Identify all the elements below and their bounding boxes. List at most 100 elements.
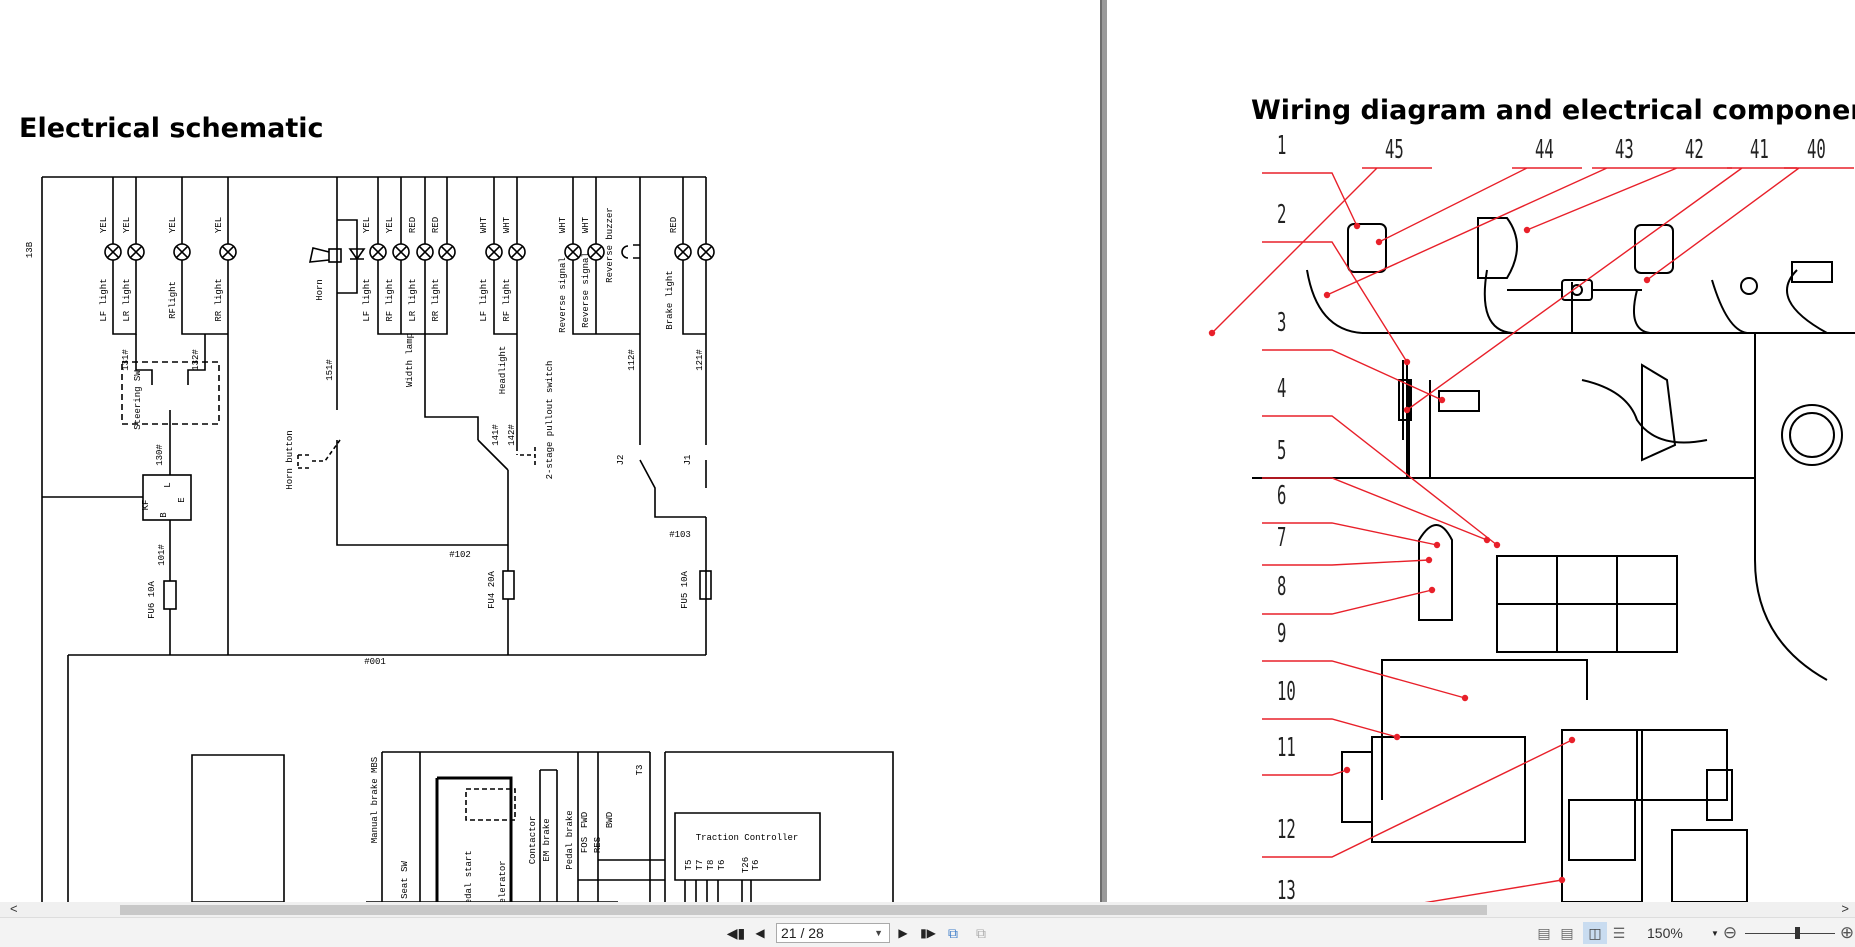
sync-pages-button[interactable]: ⧉ [944,922,962,944]
schematic-label-w101: 101# [157,544,167,566]
zoom-level[interactable]: 150% [1647,925,1683,941]
zoom-dropdown-button[interactable]: ▼ [1710,922,1720,944]
schematic-label-accelerator: Accelerator [498,860,508,902]
callout-number: 9 [1277,619,1287,649]
schematic-label-w112: 112# [627,349,637,371]
schematic-label-t6: T6 [717,859,727,871]
lamp-symbol [587,243,605,261]
leader-line [1262,349,1443,401]
leader-line [1262,415,1498,546]
lamp-symbol [219,243,237,261]
schematic-label-horn: Horn [315,279,325,301]
schematic-label-wht: WHT [581,216,591,234]
previous-page-icon: ◀ [755,926,765,940]
zoom-in-button[interactable]: ⊕ [1838,922,1855,944]
schematic-label-rf-light: RF light [385,278,395,322]
zoom-out-button[interactable]: ⊖ [1721,922,1739,944]
callout-number: 45 [1385,135,1404,165]
schematic-label-lf-light: LF light [479,278,489,322]
continuous-view-button[interactable]: ▤ [1558,922,1576,944]
leader-line [1262,718,1398,738]
schematic-label-wire-13b: 13B [25,241,35,259]
schematic-label-red: RED [669,216,679,234]
copy-page-icon: ⧉ [948,924,958,941]
schematic-label-lr-light: LR light [408,278,418,322]
page-number-input[interactable]: 21 / 28▼ [776,923,890,943]
schematic-label-bwd: BWD [605,811,615,829]
schematic-label-w103: #103 [669,530,691,540]
lamp-symbol [485,243,503,261]
previous-page-button[interactable]: ◀ [752,922,768,944]
schematic-label-rr-light: RR light [214,278,224,322]
last-page-button[interactable]: ▮▶ [918,922,938,944]
zoom-slider-thumb[interactable] [1795,927,1800,939]
schematic-label-t5: T5 [684,859,694,871]
schematic-label-j2: J2 [616,454,626,466]
schematic-label-yel: YEL [99,216,109,234]
callout-number: 43 [1615,135,1634,165]
callout-number: 11 [1277,733,1296,763]
schematic-label-reverse-buzzer: Reverse buzzer [605,207,615,283]
callout-number: 44 [1535,135,1554,165]
lamp-symbol [697,243,715,261]
schematic-label-rf-light-a: RFlight [168,281,178,319]
two-page-icon: ◫ [1588,924,1602,941]
schematic-label-contactor: Contactor [528,815,538,865]
schematic-label-kf: KF [141,499,151,511]
leader-line [1262,660,1466,699]
callout-number: 2 [1277,200,1287,230]
leader-line [1262,739,1573,858]
horizontal-scrollbar[interactable]: < > [0,901,1855,917]
right-page: Wiring diagram and electrical components… [1107,0,1855,902]
schematic-label-manual-brake: Manual brake MBS [370,756,380,844]
zoom-out-icon: ⊖ [1722,923,1738,942]
single-page-view-button[interactable]: ▤ [1535,922,1553,944]
callout-number: 10 [1277,677,1296,707]
schematic-label-steering-sw: Steering SW [133,370,143,430]
schematic-label-yel: YEL [385,216,395,234]
callout-number: 1 [1277,131,1287,161]
scroll-right-button[interactable]: > [1841,901,1849,916]
lamp-symbol [369,243,387,261]
schematic-label-reverse-signal: Reverse signal [581,252,591,328]
first-page-button[interactable]: ◀▮ [727,922,745,944]
schematic-label-w130: 130# [155,444,165,466]
schematic-label-t3: T3 [635,764,645,776]
schematic-label-t6b: T6 [751,859,761,871]
schematic-label-w001: #001 [364,657,386,667]
schematic-label-width-lamp: Width lamp [405,332,415,388]
next-page-button[interactable]: ▶ [895,922,911,944]
callout-number: 41 [1750,135,1769,165]
paste-page-button[interactable]: ⧉ [972,922,990,944]
lamp-symbol [104,243,122,261]
two-page-view-button[interactable]: ◫ [1583,922,1607,944]
schematic-label-lf-light: LF light [99,278,109,322]
lamp-symbol [508,243,526,261]
dropdown-arrow-icon[interactable]: ▼ [874,928,883,938]
schematic-label-t8: T8 [706,859,716,871]
schematic-label-yel: YEL [168,216,178,234]
scrollbar-thumb[interactable] [120,905,1487,915]
leader-line [1646,167,1854,281]
lamp-symbol [392,243,410,261]
two-page-continuous-view-button[interactable]: ☰ [1610,922,1628,944]
first-page-icon: ◀▮ [726,924,746,941]
last-page-icon: ▮▶ [920,926,936,940]
scroll-left-button[interactable]: < [10,901,18,916]
paste-page-icon: ⧉ [976,924,986,941]
schematic-label-yel: YEL [122,216,132,234]
schematic-label-w121: 121# [695,349,705,371]
schematic-label-rf-light: RF light [502,278,512,322]
callout-number: 6 [1277,481,1287,511]
electrical-schematic [41,176,894,902]
schematic-label-pullout: 2-stage pullout switch [545,360,555,480]
lamp-symbol [416,243,434,261]
schematic-label-w132: 132# [191,349,201,371]
callout-number: 5 [1277,436,1287,466]
zoom-slider[interactable] [1745,933,1835,934]
leader-line [1262,522,1438,546]
leader-line [1262,769,1348,776]
leader-line [1262,172,1358,227]
schematic-label-rr-light: RR light [431,278,441,322]
lamp-symbol [438,243,456,261]
